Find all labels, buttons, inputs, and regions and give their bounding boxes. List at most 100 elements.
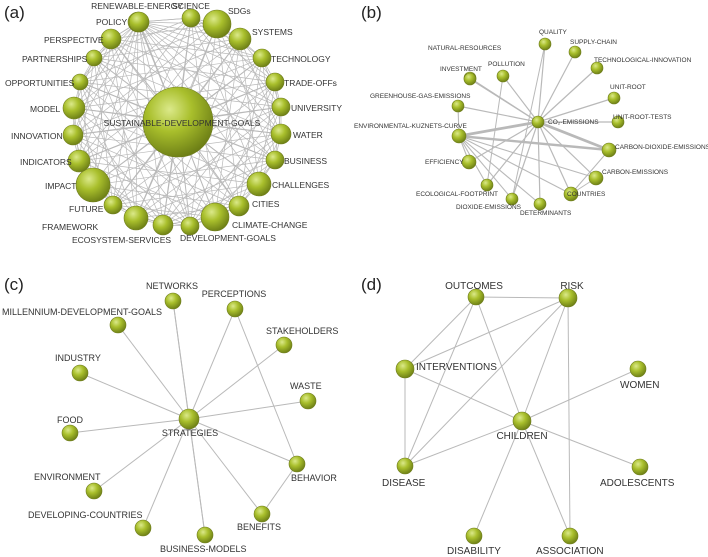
- node-impact: [75, 167, 111, 203]
- node-perceptions: [226, 300, 244, 318]
- node-pollution: [496, 69, 510, 83]
- edge: [458, 120, 539, 138]
- node-greenhouse-gas-emissions: [451, 99, 465, 113]
- node-co2-emissions: [531, 115, 545, 129]
- node-label-carbon-emissions: CARBON-EMISSIONS: [602, 169, 669, 176]
- edge: [537, 51, 576, 123]
- node-label-perceptions: PERCEPTIONS: [202, 289, 267, 299]
- node-opportunities: [71, 73, 89, 91]
- edge: [79, 81, 137, 219]
- node-label-climate-change: CLIMATE-CHANGE: [232, 220, 308, 230]
- node-label-outcomes: OUTCOMES: [445, 281, 503, 292]
- edge: [92, 184, 191, 227]
- edge: [135, 159, 276, 219]
- node-development-goals: [180, 216, 200, 236]
- edge: [238, 57, 263, 207]
- edge: [404, 368, 523, 422]
- node-label-development-goals: DEVELOPMENT-GOALS: [180, 233, 276, 243]
- node-technology: [252, 48, 272, 68]
- node-sustainable-development-goals: [142, 86, 214, 158]
- node-label-strategies: STRATEGIES: [162, 428, 218, 438]
- edge: [486, 121, 539, 186]
- node-policy: [128, 11, 150, 33]
- node-label-business-models: BUSINESS-MODELS: [160, 544, 247, 554]
- edge: [234, 308, 298, 465]
- node-interventions: [395, 359, 415, 379]
- edge: [137, 21, 282, 108]
- node-perspective: [100, 28, 122, 50]
- edge: [239, 38, 282, 135]
- edge: [93, 57, 276, 83]
- node-label-framework: FRAMEWORK: [42, 222, 99, 232]
- edge: [537, 67, 598, 123]
- node-environmental-kuznets-curve: [451, 128, 467, 144]
- node-label-future: FUTURE: [69, 204, 104, 214]
- edge: [135, 21, 139, 219]
- node-trade-offs: [265, 72, 285, 92]
- node-environment: [85, 482, 103, 500]
- edge: [110, 38, 282, 108]
- edge: [475, 296, 569, 299]
- node-ecosystem-services: [152, 214, 174, 236]
- edge: [521, 420, 571, 537]
- node-outcomes: [467, 288, 485, 306]
- node-countries: [563, 186, 579, 202]
- edge: [112, 133, 282, 206]
- node-label-indicators: INDICATORS: [20, 157, 72, 167]
- edge: [72, 38, 112, 136]
- node-women: [629, 360, 647, 378]
- node-label-challenges: CHALLENGES: [272, 180, 329, 190]
- node-unit-root-tests: [611, 115, 625, 129]
- edge: [502, 75, 539, 123]
- edge: [404, 296, 477, 467]
- node-label-food: FOOD: [57, 415, 83, 425]
- node-label-carbon-dioxide-emissions: CARBON-DIOXIDE-EMISSIONS: [615, 144, 708, 151]
- edge: [142, 418, 190, 529]
- node-label-unit-root: UNIT-ROOT: [610, 84, 646, 91]
- node-investment: [463, 72, 477, 86]
- node-label-industry: INDUSTRY: [55, 353, 101, 363]
- node-label-dioxide-emissions: DIOXIDE-EMISSIONS: [456, 204, 522, 211]
- node-label-networks: NETWORKS: [146, 281, 198, 291]
- node-food: [61, 424, 79, 442]
- panel-b-nodes: CO₂-EMISSIONSENVIRONMENTAL-KUZNETS-CURVE…: [354, 29, 708, 217]
- edge: [404, 297, 569, 370]
- edge: [473, 420, 523, 537]
- edge: [110, 38, 137, 219]
- edge: [511, 121, 539, 200]
- edge: [110, 23, 218, 40]
- panel-a-nodes: SUSTAINABLE-DEVELOPMENT-GOALSRENEWABLE-E…: [5, 1, 342, 245]
- node-label-perspective: PERSPECTIVE: [44, 35, 104, 45]
- edge: [216, 23, 276, 161]
- node-label-ecosystem-services: ECOSYSTEM-SERVICES: [72, 235, 171, 245]
- node-sdgs: [202, 9, 232, 39]
- node-children: [512, 411, 532, 431]
- node-label-association: ASSOCIATION: [536, 546, 604, 557]
- node-label-policy: POLICY: [96, 17, 128, 27]
- node-waste: [299, 392, 317, 410]
- edge: [537, 97, 615, 123]
- node-ecological-footprint: [480, 178, 494, 192]
- edge: [458, 135, 597, 179]
- edge: [404, 297, 569, 467]
- edge: [72, 23, 218, 136]
- edge: [112, 21, 140, 206]
- edge: [138, 21, 282, 135]
- node-label-children: CHILDREN: [496, 431, 547, 442]
- node-dioxide-emissions: [505, 192, 519, 206]
- edge: [457, 105, 539, 123]
- edge: [93, 418, 190, 492]
- edge: [78, 57, 95, 162]
- edge: [73, 38, 241, 109]
- edge: [216, 23, 240, 207]
- node-quality: [538, 37, 552, 51]
- edge: [78, 21, 140, 162]
- edge: [79, 372, 190, 420]
- node-future: [103, 195, 123, 215]
- node-supply-chain: [568, 45, 582, 59]
- panel-c-edges: [69, 300, 309, 536]
- node-label-determinants: DETERMINANTS: [520, 210, 572, 217]
- panel-label-d: (d): [361, 275, 382, 294]
- node-carbon-emissions: [588, 170, 604, 186]
